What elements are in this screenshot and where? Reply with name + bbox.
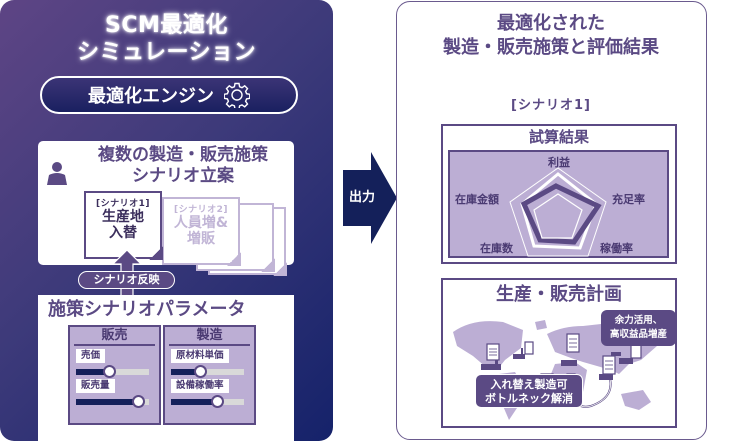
callout-capacity-utilization: 余力活用、 高収益品増産: [601, 310, 675, 346]
engine-label: 最適化エンジン: [88, 86, 214, 107]
radar-polygons: [509, 167, 607, 257]
doc-line-1: 人員増&: [173, 215, 229, 231]
scenario-title-line-2: シナリオ立案: [132, 166, 234, 186]
scenario-planning-title: 複数の製造・販売施策 シナリオ立案: [76, 145, 290, 187]
output-arrow-icon: [343, 152, 397, 244]
slider-handle[interactable]: [210, 395, 224, 408]
sales-parameter-group: 販売 売価 販売量: [68, 325, 161, 425]
manufacturing-parameter-group: 製造 原材料単価 設備稼働率: [163, 325, 256, 425]
slider-label-sales-volume: 販売量: [76, 379, 115, 393]
slider-handle[interactable]: [132, 395, 146, 408]
scenario-parameters-card: 施策シナリオパラメータ 販売 売価 販売量 製造 原材料単価 設備稼働率: [38, 295, 294, 441]
scenario-document-2: [シナリオ2] 人員増& 増販: [162, 197, 241, 266]
callout-line-2: ボトルネック解消: [485, 392, 573, 405]
doc-tag: [シナリオ1]: [96, 199, 150, 209]
main-title: SCM最適化 シミュレーション: [0, 12, 333, 66]
person-icon: [47, 162, 67, 185]
result-title: 試算結果: [528, 128, 589, 146]
slider-label-material-cost: 原材料単価: [171, 349, 229, 363]
group-heading: 製造: [169, 328, 250, 346]
callout-line-1: 入れ替え製造可: [490, 378, 568, 391]
price-slider[interactable]: [76, 365, 149, 378]
callout-line-2: 高収益品増産: [609, 329, 667, 340]
scenario-reflect-label: シナリオ反映: [78, 271, 175, 289]
radar-axis-inventory-count: 在庫数: [480, 242, 513, 255]
slider-handle[interactable]: [102, 365, 116, 378]
scenario-planning-card: 複数の製造・販売施策 シナリオ立案 [シナリオ2] 人員増& 増販 [シナリオ1…: [38, 141, 294, 276]
doc-tag: [シナリオ2]: [174, 205, 228, 215]
production-sales-plan-card: 生産・販売計画: [441, 278, 677, 428]
callout-line-1: 余力活用、: [614, 315, 663, 326]
slider-label-price: 売価: [76, 349, 106, 363]
optimization-engine-badge: 最適化エンジン: [40, 76, 298, 114]
gear-icon: [224, 82, 250, 108]
scenario-tag: [シナリオ1]: [511, 98, 591, 113]
radar-axis-fill-rate: 充足率: [612, 193, 645, 206]
slider-label-utilization: 設備稼働率: [171, 379, 229, 393]
radar-chart: 利益 充足率 稼働率 在庫数 在庫金額: [448, 150, 669, 258]
radar-axis-utilization: 稼働率: [600, 242, 633, 255]
parameters-title: 施策シナリオパラメータ: [48, 299, 246, 320]
results-title-line-2: 製造・販売施策と評価結果: [443, 37, 659, 58]
title-line-1: SCM最適化: [105, 13, 228, 38]
scenario-document-1: [シナリオ1] 生産地 入替: [84, 191, 163, 260]
material-cost-slider[interactable]: [171, 365, 244, 378]
group-heading: 販売: [74, 328, 155, 346]
scenario-title-line-1: 複数の製造・販売施策: [98, 145, 268, 165]
sales-volume-slider[interactable]: [76, 395, 149, 408]
utilization-slider[interactable]: [171, 395, 244, 408]
results-title-line-1: 最適化された: [497, 13, 605, 34]
doc-line-1: 生産地: [102, 209, 144, 225]
results-title: 最適化された 製造・販売施策と評価結果: [397, 12, 705, 60]
slider-handle[interactable]: [194, 365, 208, 378]
calculation-result-card: 試算結果 利益 充足率 稼働率 在庫数 在庫金額: [441, 124, 677, 264]
output-label: 出力: [348, 190, 375, 205]
results-panel: 最適化された 製造・販売施策と評価結果 [シナリオ1] 試算結果 利益 充足率 …: [396, 1, 707, 440]
doc-line-2: 入替: [109, 225, 137, 241]
radar-axis-profit: 利益: [548, 156, 570, 169]
callout-bottleneck-resolution: 入れ替え製造可 ボトルネック解消: [475, 374, 583, 408]
simulation-panel: SCM最適化 シミュレーション 最適化エンジン 複数の製造・販売施策 シナリオ立…: [0, 0, 333, 441]
title-line-2: シミュレーション: [76, 40, 257, 65]
radar-axis-inventory-value: 在庫金額: [455, 193, 499, 206]
plan-title: 生産・販売計画: [496, 284, 622, 305]
doc-line-2: 増販: [187, 231, 215, 247]
